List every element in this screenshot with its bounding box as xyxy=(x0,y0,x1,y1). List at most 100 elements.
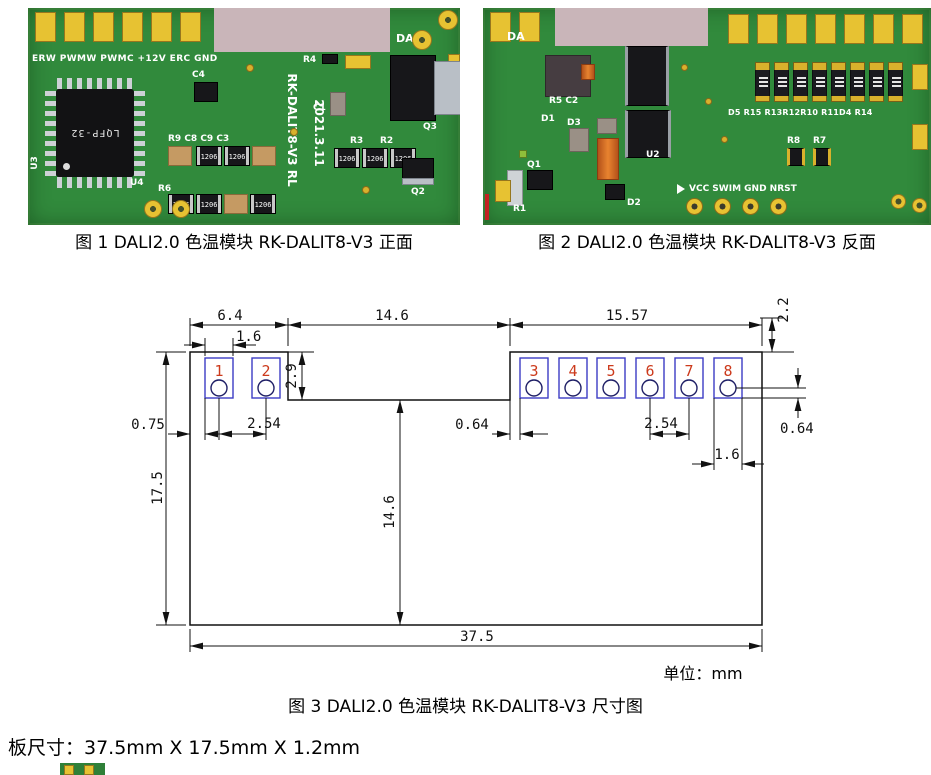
pad-number: 5 xyxy=(606,362,615,380)
component-c2 xyxy=(581,64,595,80)
silkscreen-da: DA xyxy=(507,30,525,43)
component-u2 xyxy=(625,110,671,158)
component-cap xyxy=(168,146,192,166)
silkscreen-c1: C1 xyxy=(313,103,326,113)
pad-hole xyxy=(641,379,659,397)
via xyxy=(362,186,370,194)
solder-pad xyxy=(912,124,928,150)
silkscreen-pin-names: ERW PWMW PWMC +12V ERC GND xyxy=(32,54,218,64)
component-q2-tab xyxy=(402,178,434,185)
resistor-marking xyxy=(759,77,768,87)
solder-pad xyxy=(912,64,928,90)
silkscreen-date: 2021.3.11 xyxy=(312,99,326,167)
unit-label: 单位：mm xyxy=(663,664,743,683)
silkscreen-u3: U3 xyxy=(29,156,40,170)
pad-hole xyxy=(680,379,698,397)
dimension-lines xyxy=(156,317,806,652)
component-resistor: 1206 xyxy=(362,148,388,168)
component-resistor xyxy=(774,62,789,102)
through-hole-pad xyxy=(742,198,759,215)
figure3-caption: 图 3 DALI2.0 色温模块 RK-DALIT8-V3 尺寸图 xyxy=(288,697,643,717)
component-resistor xyxy=(812,62,827,102)
resistor-marking xyxy=(835,77,844,87)
resistor-marking xyxy=(854,77,863,87)
through-hole-pad xyxy=(172,200,190,218)
pad-outline xyxy=(519,357,549,399)
component-r8 xyxy=(787,148,805,166)
component-q3-body xyxy=(390,55,436,121)
component-resistor: 1206 xyxy=(196,146,222,166)
via xyxy=(681,64,688,71)
chip-pins xyxy=(45,90,56,176)
solder-pad xyxy=(815,14,836,44)
solder-pad xyxy=(519,12,540,42)
dim-0.64-left: 0.64 xyxy=(455,417,489,433)
silkscreen-q1: Q1 xyxy=(527,160,541,170)
solder-pad xyxy=(786,14,807,44)
solder-pad xyxy=(64,12,85,42)
silkscreen-da: DA xyxy=(396,32,414,45)
component-r7 xyxy=(813,148,831,166)
dim-2.2: 2.2 xyxy=(776,297,792,322)
pad-outline xyxy=(558,357,588,399)
via xyxy=(721,136,728,143)
through-hole-pad xyxy=(891,194,906,209)
pad-outline xyxy=(713,357,743,399)
silkscreen-c4: C4 xyxy=(192,70,205,80)
component-d3 xyxy=(569,128,589,152)
dim-1.6-left: 1.6 xyxy=(236,329,261,345)
silkscreen-u2: U2 xyxy=(646,150,660,160)
silkscreen-prog-pins: VCC SWIM GND NRST xyxy=(689,184,797,194)
silkscreen-d1: D1 xyxy=(541,114,555,124)
pad-number: 7 xyxy=(684,362,693,380)
resistor-marking xyxy=(892,77,901,87)
through-hole-pad xyxy=(686,198,703,215)
solder-pad xyxy=(728,14,749,44)
dimension-drawing: 1 2 3 4 5 6 7 8 xyxy=(131,297,814,652)
solder-pad xyxy=(64,765,74,775)
component-q1 xyxy=(527,170,553,190)
pad-number: 2 xyxy=(261,362,270,380)
component-resistor: 1206 xyxy=(250,194,276,214)
component-ic xyxy=(625,46,669,106)
dim-2.9: 2.9 xyxy=(284,363,300,388)
silkscreen-r6: R6 xyxy=(158,184,172,194)
component-resistor xyxy=(793,62,808,102)
pad-number: 4 xyxy=(568,362,577,380)
component-resistor xyxy=(831,62,846,102)
pad-numbers: 1 2 3 4 5 6 7 8 xyxy=(214,362,732,380)
component-led xyxy=(519,150,527,158)
marker-triangle-icon xyxy=(677,184,685,194)
dimension-labels: 6.4 14.6 15.57 2.2 1.6 2.9 0.75 2.54 0.6… xyxy=(131,297,814,645)
silkscreen-r1: R1 xyxy=(513,204,527,214)
via xyxy=(246,64,254,72)
solder-pad xyxy=(84,765,94,775)
component-resistor xyxy=(850,62,865,102)
figure2-caption: 图 2 DALI2.0 色温模块 RK-DALIT8-V3 反面 xyxy=(538,233,876,253)
component-d2 xyxy=(605,184,625,200)
mcu-chip: LQFP-32 xyxy=(45,78,145,188)
silkscreen-r7: R7 xyxy=(813,136,827,146)
through-hole-pad xyxy=(770,198,787,215)
via xyxy=(290,128,298,136)
component-cap xyxy=(252,146,276,166)
through-hole-pad xyxy=(714,198,731,215)
via xyxy=(705,98,712,105)
dim-0.75: 0.75 xyxy=(131,417,165,433)
silkscreen-d3: D3 xyxy=(567,118,581,128)
chip-pins xyxy=(57,78,133,89)
dim-2.54-right: 2.54 xyxy=(644,416,678,432)
dim-17.5: 17.5 xyxy=(150,471,166,505)
chip-marking: LQFP-32 xyxy=(70,127,120,139)
dim-14.6-top: 14.6 xyxy=(375,308,409,324)
solder-pad xyxy=(495,180,511,202)
photo-artifact xyxy=(485,194,489,220)
resistor-marking xyxy=(873,77,882,87)
component-q2 xyxy=(402,158,434,180)
chip-pins xyxy=(57,177,133,188)
dim-1.6-right: 1.6 xyxy=(714,447,739,463)
component-resistor xyxy=(755,62,770,102)
solder-pad xyxy=(345,55,371,69)
dim-6.4: 6.4 xyxy=(217,308,242,324)
